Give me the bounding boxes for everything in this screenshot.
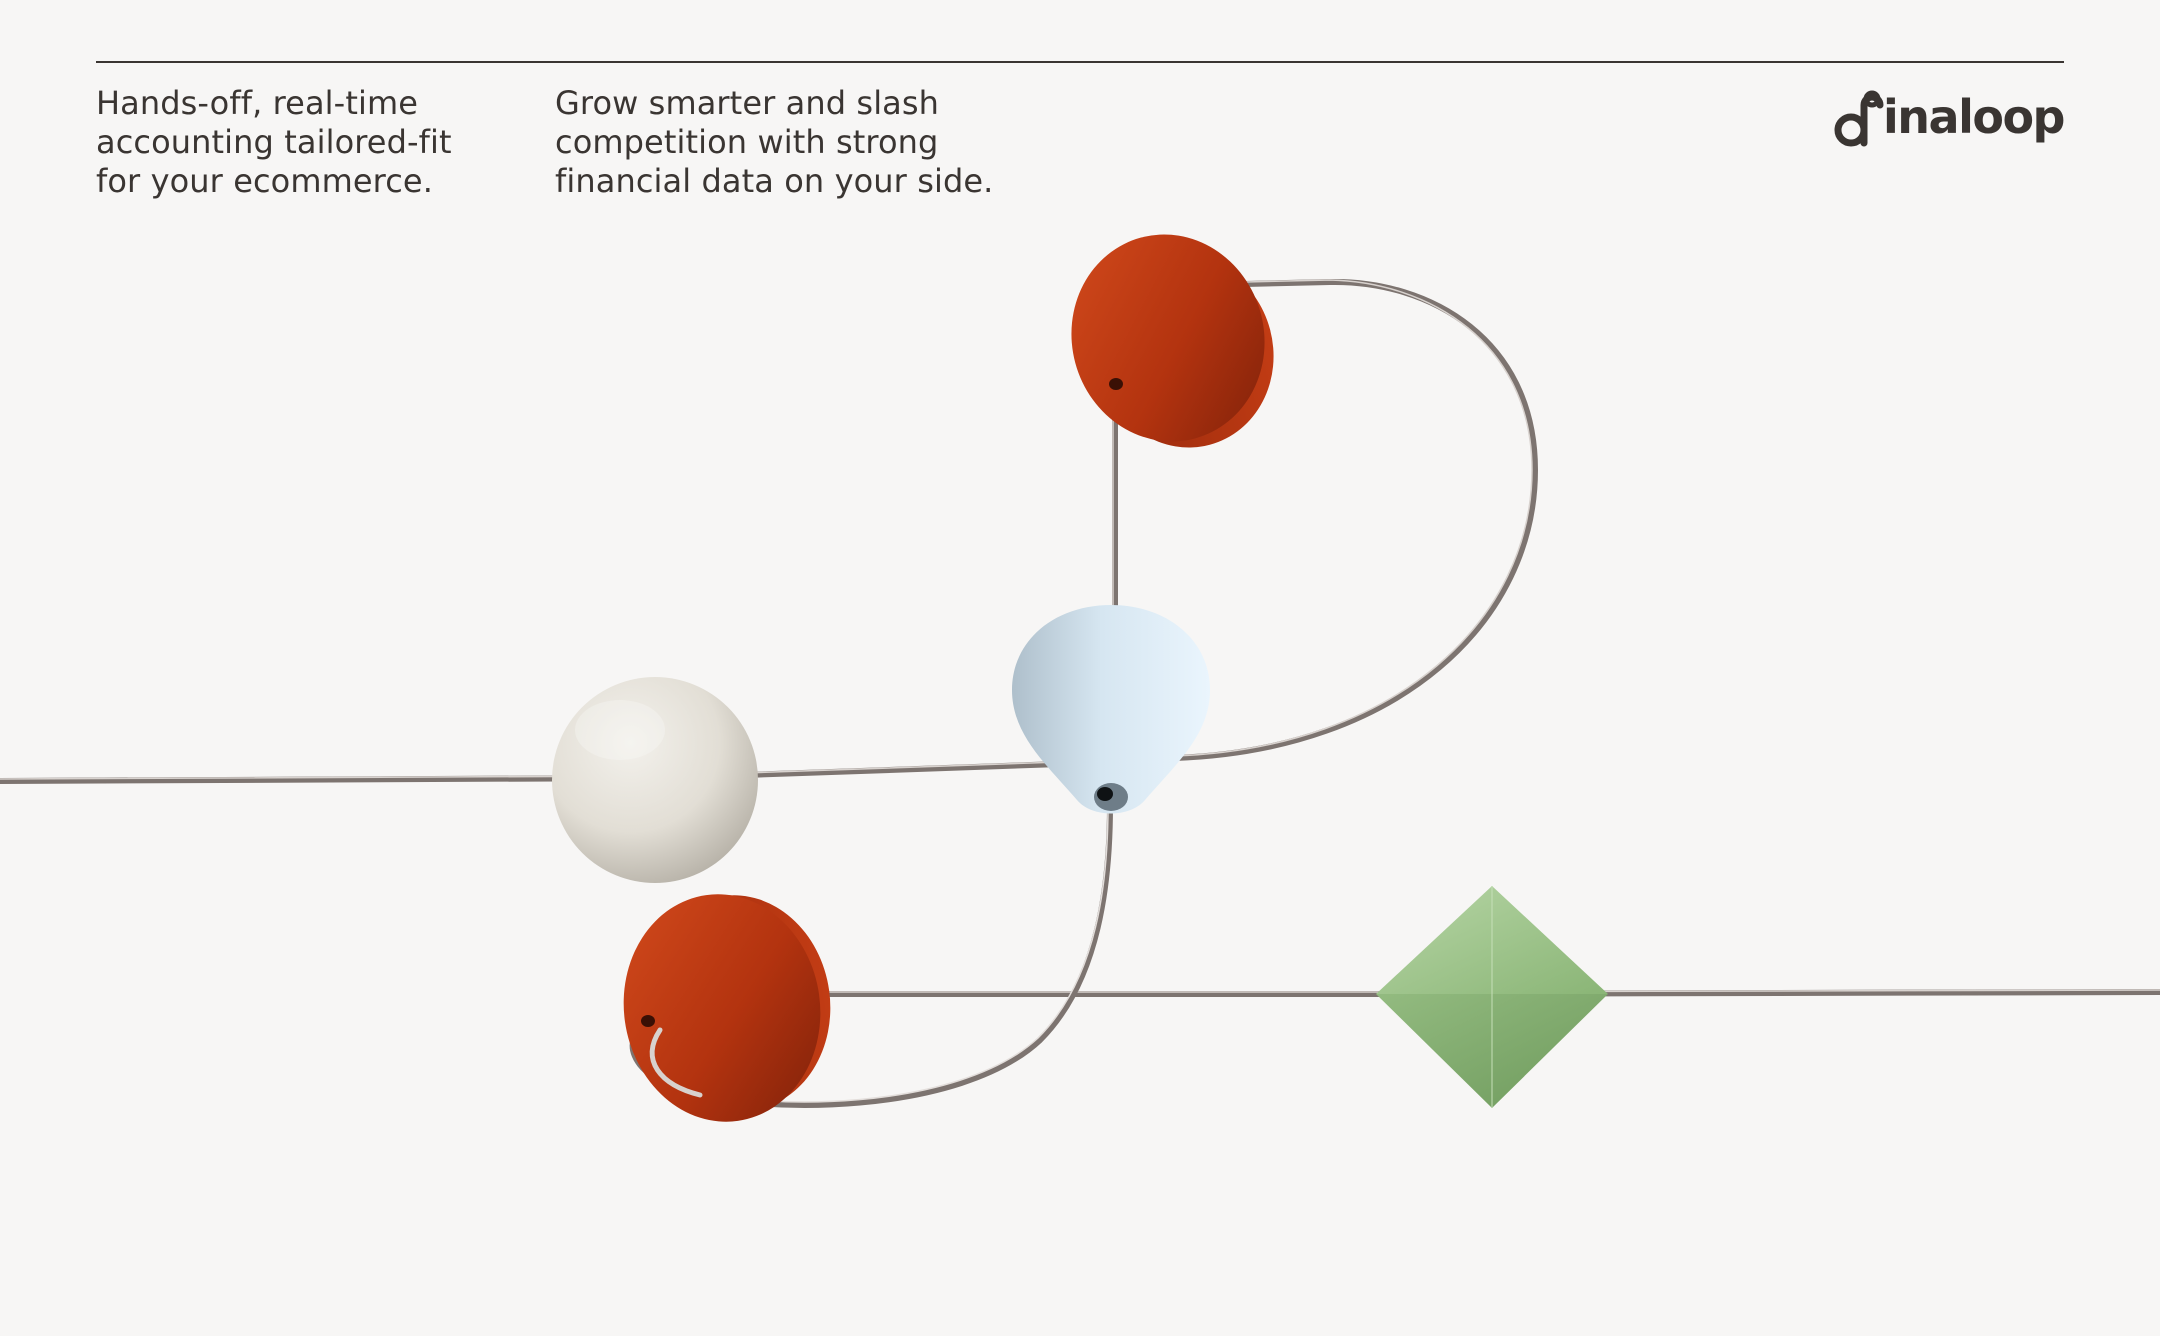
logo-wordmark: inaloop <box>1883 90 2065 144</box>
tagline-grow-smarter: Grow smarter and slash competition with … <box>555 84 994 200</box>
wire-right-loop <box>1172 278 1539 761</box>
lower-red-disc-bead <box>623 894 831 1122</box>
finaloop-mark-icon <box>1834 90 1884 147</box>
top-red-disc-bead <box>1071 234 1274 448</box>
wires <box>0 278 2160 1108</box>
wire-left-horizontal <box>0 761 1063 784</box>
top-divider <box>96 61 2064 63</box>
tagline-ecommerce-accounting: Hands-off, real-time accounting tailored… <box>96 84 452 200</box>
green-diamond-bead <box>1376 886 1608 1108</box>
finaloop-logo[interactable]: inaloop <box>1829 82 2065 152</box>
white-sphere-bead <box>552 677 758 883</box>
wire-lower-curve <box>629 802 1113 1108</box>
wire-lower-horizontal <box>827 989 2160 997</box>
blue-cone-bead <box>1012 605 1210 814</box>
